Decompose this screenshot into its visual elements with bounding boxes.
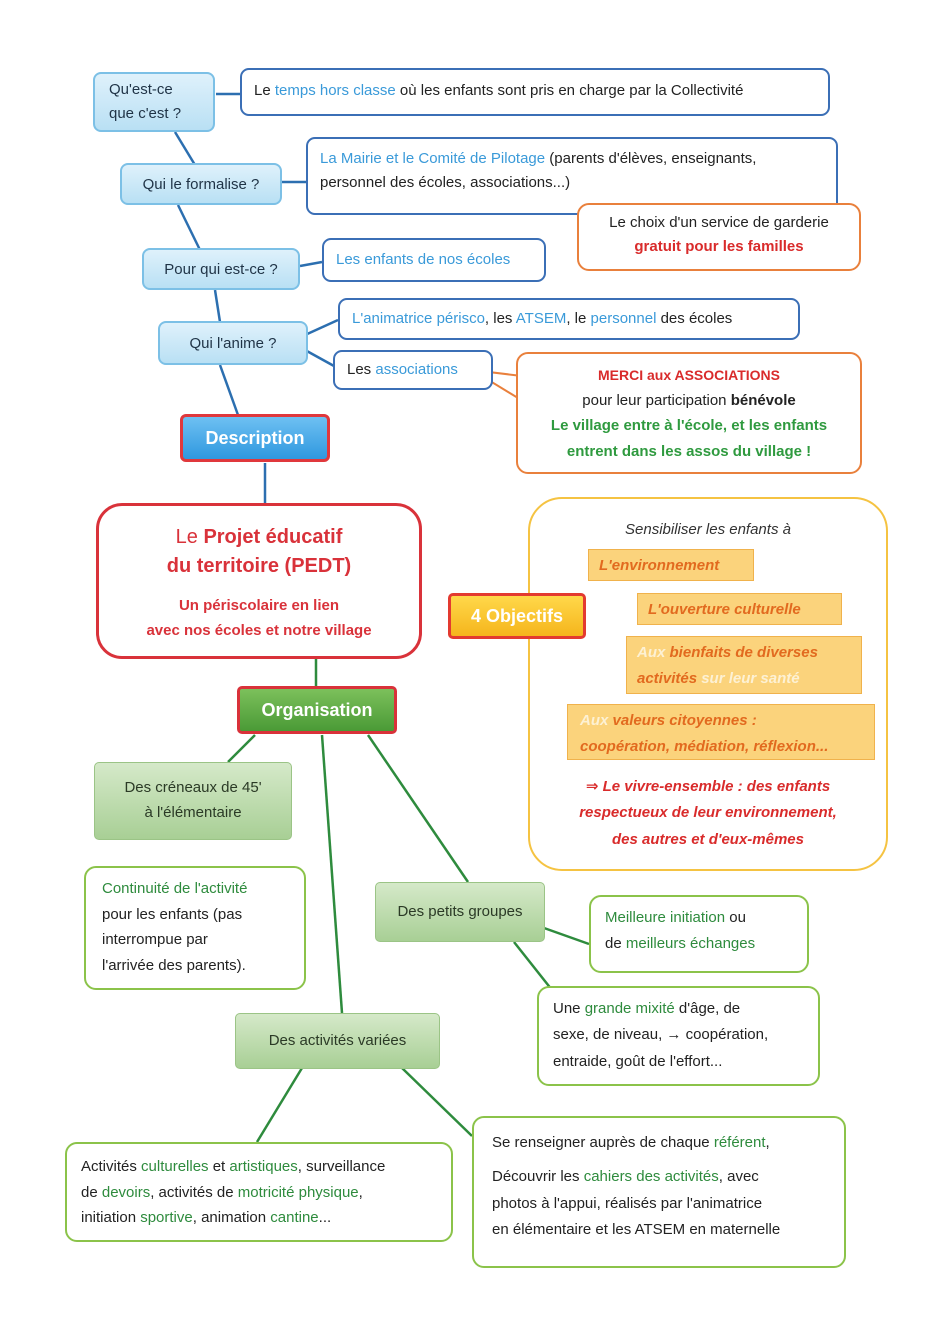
box-diversity: Une grande mixité d'âge, de sexe, de niv… (537, 986, 820, 1086)
answer-who-formalises: La Mairie et le Comité de Pilotage (pare… (306, 137, 838, 215)
callout-free-service: Le choix d'un service de garderie gratui… (577, 203, 861, 271)
question-for-whom: Pour qui est-ce ? (142, 248, 300, 290)
answer-animators: L'animatrice périsco, les ATSEM, le pers… (338, 298, 800, 340)
box-continuity: Continuité de l'activité pour les enfant… (84, 866, 306, 990)
answer-for-whom: Les enfants de nos écoles (322, 238, 546, 282)
objectives-conclusion: ⇒ Le vivre-ensemble : des enfants respec… (579, 778, 837, 848)
box-better-initiation: Meilleure initiation ou de meilleurs éch… (589, 895, 809, 973)
box-referents: Se renseigner auprès de chaque référent,… (472, 1116, 846, 1268)
callout-thanks-associations: MERCI aux ASSOCIATIONS pour leur partici… (516, 352, 862, 474)
organisation-node: Organisation (237, 686, 397, 734)
objective-health: Aux bienfaits de diverses activités sur … (626, 636, 862, 694)
node-time-slots: Des créneaux de 45'à l'élémentaire (94, 762, 292, 840)
objective-environment: L'environnement (588, 549, 754, 581)
question-what: Qu'est-ce que c'est ? (93, 72, 215, 132)
answer-associations: Les associations (333, 350, 493, 390)
box-activity-types: Activités culturelles et artistiques, su… (65, 1142, 453, 1242)
node-varied-activities: Des activités variées (235, 1013, 440, 1069)
objective-citizenship: Aux valeurs citoyennes : coopération, mé… (567, 704, 875, 760)
node-small-groups: Des petits groupes (375, 882, 545, 942)
objective-culture: L'ouverture culturelle (637, 593, 842, 625)
description-node: Description (180, 414, 330, 462)
question-who-animates: Qui l'anime ? (158, 321, 308, 365)
center-node-pedt: Le Projet éducatif du territoire (PEDT) … (96, 503, 422, 659)
answer-what: Le temps hors classe où les enfants sont… (240, 68, 830, 116)
objectives-node: 4 Objectifs (448, 593, 586, 639)
objectives-intro: Sensibiliser les enfants à (625, 521, 791, 538)
question-who-formalises: Qui le formalise ? (120, 163, 282, 205)
